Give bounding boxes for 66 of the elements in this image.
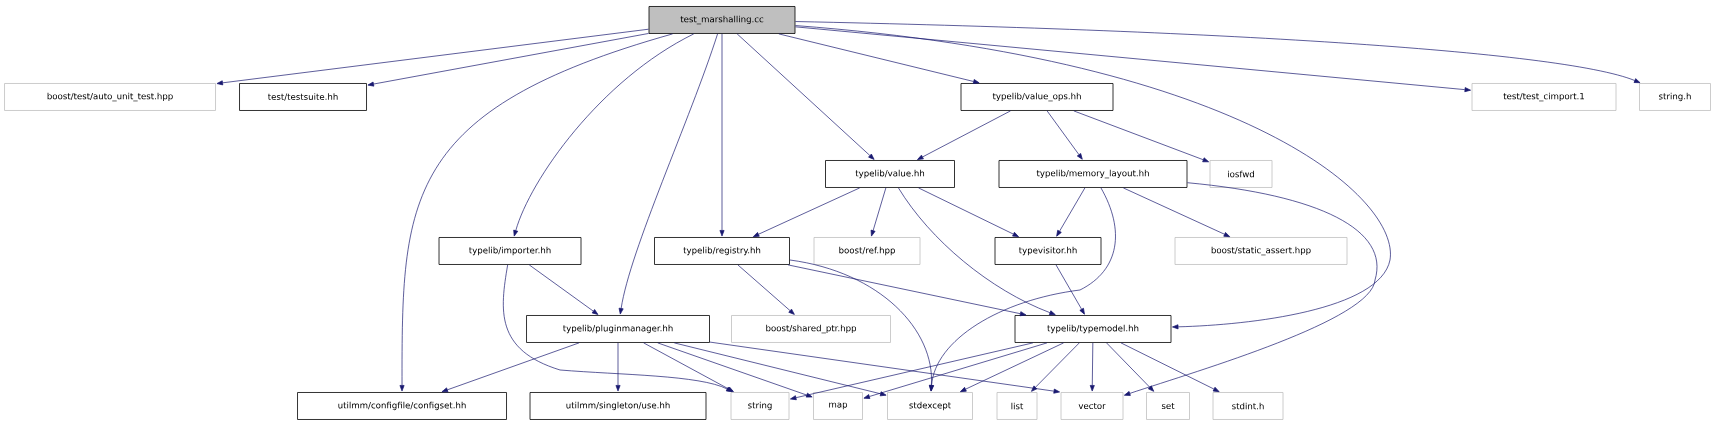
arrow [1055, 264, 1085, 315]
file-box: boost/static_assert.hpp [1174, 237, 1348, 265]
arrow [1046, 110, 1083, 160]
arrow [795, 26, 1471, 93]
file-box: stdexcept [887, 392, 973, 420]
arrow [863, 342, 1048, 399]
arrow [528, 264, 599, 315]
arrow [795, 21, 1641, 84]
arrow [1031, 342, 1080, 392]
arrow [1124, 182, 1378, 396]
arrow [1056, 187, 1086, 237]
file-box: set [1146, 392, 1190, 420]
file-box: boost/test/auto_unit_test.hpp [4, 83, 216, 111]
arrow [615, 342, 621, 392]
file-box: string [730, 392, 790, 420]
arrow [709, 341, 1060, 394]
arrow [1122, 187, 1231, 237]
file-box: boost/shared_ptr.hpp [731, 315, 891, 343]
file-box: typelib/memory_layout.hh [998, 160, 1188, 188]
arrow [1073, 110, 1209, 163]
arrow [918, 187, 1019, 237]
arrow [367, 33, 649, 87]
file-box: stdint.h [1212, 392, 1284, 420]
arrow [778, 33, 980, 84]
arrow [513, 33, 695, 237]
file-box: typelib/typemodel.hh [1014, 315, 1172, 343]
file-box: test_marshalling.cc [648, 6, 796, 34]
file-box: utilmm/singleton/use.hh [529, 392, 707, 420]
arrow [787, 264, 1027, 317]
file-box: typelib/registry.hh [654, 237, 790, 265]
arrow [1106, 342, 1155, 392]
arrow [789, 259, 934, 392]
arrow [929, 187, 1116, 392]
arrow [795, 25, 1391, 330]
arrow [917, 110, 1011, 160]
arrow [657, 342, 813, 398]
file-box: typelib/value.hh [825, 160, 955, 188]
file-box: string.h [1639, 83, 1711, 111]
arrow [1120, 342, 1220, 392]
file-box: boost/ref.hpp [813, 237, 921, 265]
file-box: utilmm/configfile/configset.hh [297, 392, 507, 420]
file-box: typelib/pluginmanager.hh [526, 315, 710, 343]
arrow [752, 187, 861, 237]
file-box: list [996, 392, 1038, 420]
arrow [399, 33, 673, 392]
arrow [737, 264, 795, 315]
file-box: typelib/value_ops.hh [960, 83, 1114, 111]
arrow [736, 33, 875, 160]
arrow [618, 33, 718, 315]
arrow [643, 342, 734, 392]
file-box: map [813, 392, 863, 420]
arrow [870, 187, 887, 237]
arrow [441, 342, 580, 393]
file-box: vector [1060, 392, 1124, 420]
file-box: typevisitor.hh [994, 237, 1102, 265]
arrow [719, 33, 725, 237]
file-box: test/test_cimport.1 [1471, 83, 1617, 111]
file-box: typelib/importer.hh [438, 237, 582, 265]
file-box: iosfwd [1209, 160, 1273, 188]
arrow [898, 187, 1056, 316]
arrow [960, 342, 1064, 392]
arrow [790, 342, 1034, 401]
arrow [216, 28, 649, 86]
file-box: test/testsuite.hh [239, 83, 367, 111]
arrow [1089, 342, 1095, 392]
arrow [673, 342, 887, 397]
